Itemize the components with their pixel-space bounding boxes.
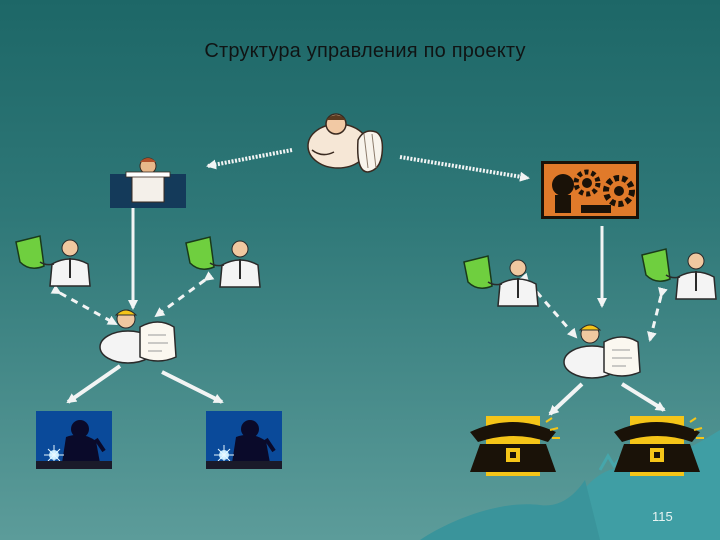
project-manager-icon	[307, 113, 384, 173]
engineer-with-screen-icon	[463, 255, 539, 307]
arrow-left-foreman-to-welder-2	[161, 370, 224, 404]
arrow-right-foreman-to-phone-2	[620, 382, 666, 412]
slide-title: Структура управления по проекту	[204, 40, 526, 62]
foreman-with-blueprint-icon	[99, 309, 177, 364]
arrow-boss-to-right-manager	[399, 155, 530, 182]
welder-icon	[36, 411, 112, 469]
arrow-boss-to-left-manager	[206, 148, 293, 170]
foreman-with-blueprint-icon	[563, 324, 641, 379]
dashed-link-left-engineer-2	[154, 271, 215, 318]
dashed-link-left-engineer-1	[50, 284, 118, 326]
gears-machine-icon	[541, 161, 639, 219]
engineer-with-screen-icon	[15, 235, 91, 287]
arrow-right-foreman-to-phone-1	[548, 382, 584, 416]
manager-at-desk-icon	[110, 157, 186, 208]
arrow-left-foreman-to-welder-1	[66, 364, 122, 404]
ringing-telephone-icon	[614, 416, 704, 476]
welder-icon	[206, 411, 282, 469]
ringing-telephone-icon	[470, 416, 560, 476]
engineer-with-screen-icon	[185, 236, 261, 288]
engineer-with-screen-icon	[641, 248, 717, 300]
page-number: 115	[652, 509, 673, 524]
